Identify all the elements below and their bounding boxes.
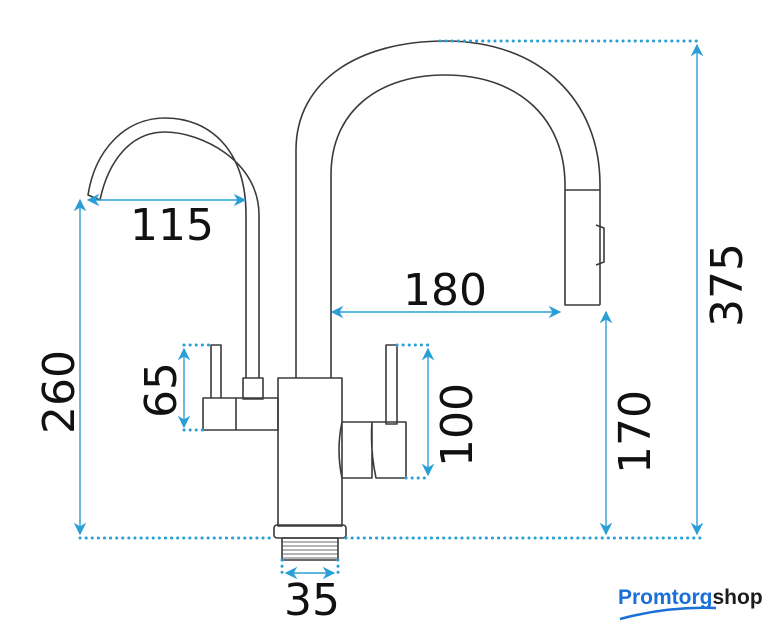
spray-head [565,189,605,266]
filter-fitting [242,377,264,400]
extension-lines [78,39,702,577]
faucet-body [277,377,343,527]
main-spout [295,40,601,378]
dim-180: 180 [403,265,487,316]
dim-35: 35 [284,575,340,626]
right-handle [338,344,407,479]
brand-name-part1: Promtorg [618,586,713,609]
logo-swoosh-icon [619,606,717,621]
dim-170: 170 [610,390,661,474]
dimension-arrows [73,43,704,580]
dim-65: 65 [136,362,187,418]
brand-name-part2: shop [712,586,763,609]
dim-100: 100 [432,383,483,467]
thread [281,537,339,561]
dim-375: 375 [702,243,753,327]
dim-115: 115 [130,200,214,251]
dim-260: 260 [34,350,85,434]
left-handle [202,344,279,431]
brand-logo: Promtorgshop [618,586,763,610]
base-cap [273,524,347,539]
faucet-outline [87,40,605,561]
